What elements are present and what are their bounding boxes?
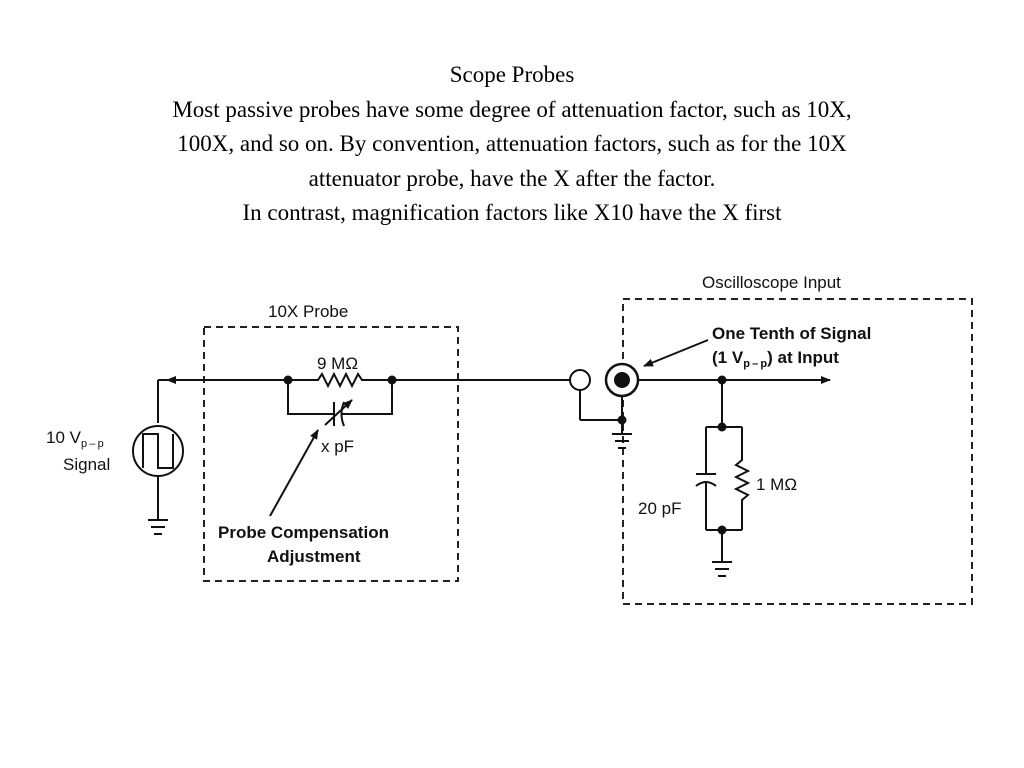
scope-input-box xyxy=(622,298,973,605)
scope-resistor xyxy=(733,427,751,530)
compensation-arrow xyxy=(269,429,319,517)
source-label: 10 Vp – p xyxy=(46,428,104,450)
input-note-line-1: One Tenth of Signal xyxy=(712,324,871,343)
slide-line-2: 100X, and so on. By convention, attenuat… xyxy=(177,131,847,156)
scope-ground-icon xyxy=(712,561,732,577)
slide-line-1: Most passive probes have some degree of … xyxy=(172,96,852,122)
probe-cap-wire xyxy=(287,380,393,415)
input-note-arrow xyxy=(643,339,709,367)
source-ground-icon xyxy=(148,519,168,535)
scope-bnc-center xyxy=(614,372,630,388)
probe-box xyxy=(203,326,459,582)
source-label-signal: Signal xyxy=(63,455,110,474)
scope-resistor-label: 1 MΩ xyxy=(756,475,797,494)
scope-capacitor xyxy=(695,427,717,530)
compensation-label-1: Probe Compensation xyxy=(218,523,389,542)
bnc-ground-icon xyxy=(612,433,632,449)
probe-box-label: 10X Probe xyxy=(268,302,348,321)
probe-resistor-label: 9 MΩ xyxy=(317,354,358,373)
compensation-label-2: Adjustment xyxy=(267,547,361,566)
variable-capacitor-icon xyxy=(324,399,353,427)
scope-capacitor-label: 20 pF xyxy=(638,499,681,518)
slide-text: Scope Probes Most passive probes have so… xyxy=(0,58,1024,231)
shield-node xyxy=(617,415,627,425)
slide-title: Scope Probes xyxy=(449,62,575,87)
probe-capacitor-label: x pF xyxy=(321,437,354,456)
square-wave-icon xyxy=(142,433,174,469)
scope-box-label: Oscilloscope Input xyxy=(702,273,841,292)
probe-resistor xyxy=(288,371,392,389)
slide-line-3: attenuator probe, have the X after the f… xyxy=(308,165,716,191)
probe-bnc-plug xyxy=(569,369,591,391)
slide-line-4: In contrast, magnification factors like … xyxy=(242,200,782,225)
input-note-line-2: (1 Vp – p) at Input xyxy=(712,348,839,370)
